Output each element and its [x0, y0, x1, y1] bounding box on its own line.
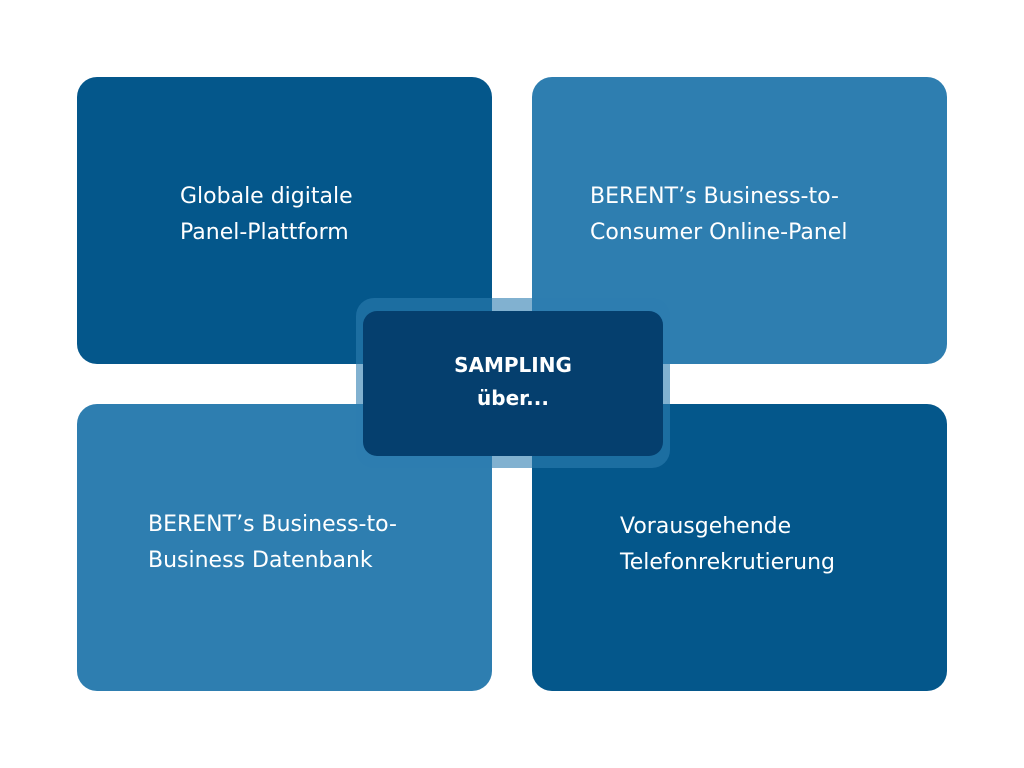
center-label-line: über... — [477, 386, 549, 410]
tile-global-digital-panel-platform: Globale digitale Panel-Plattform — [77, 77, 492, 364]
tile-label-line: BERENT’s Business-to- — [148, 512, 397, 537]
tile-label-line: Business Datenbank — [148, 548, 373, 573]
center-sampling-box: SAMPLING über... — [363, 311, 663, 456]
tile-label: Vorausgehende Telefonrekrutierung — [620, 509, 835, 581]
tile-label-line: Globale digitale — [180, 184, 353, 209]
center-label: SAMPLING über... — [363, 349, 663, 415]
tile-label-line: Panel-Plattform — [180, 220, 349, 245]
tile-label-line: Telefonrekrutierung — [620, 550, 836, 575]
tile-label-line: Consumer Online-Panel — [590, 220, 848, 245]
tile-label-line: Vorausgehende — [620, 514, 792, 539]
tile-label: BERENT’s Business-to- Consumer Online-Pa… — [590, 179, 847, 251]
tile-label: Globale digitale Panel-Plattform — [180, 179, 353, 251]
tile-label-line: BERENT’s Business-to- — [590, 184, 839, 209]
center-label-line: SAMPLING — [454, 353, 572, 377]
tile-label: BERENT’s Business-to- Business Datenbank — [148, 507, 397, 579]
